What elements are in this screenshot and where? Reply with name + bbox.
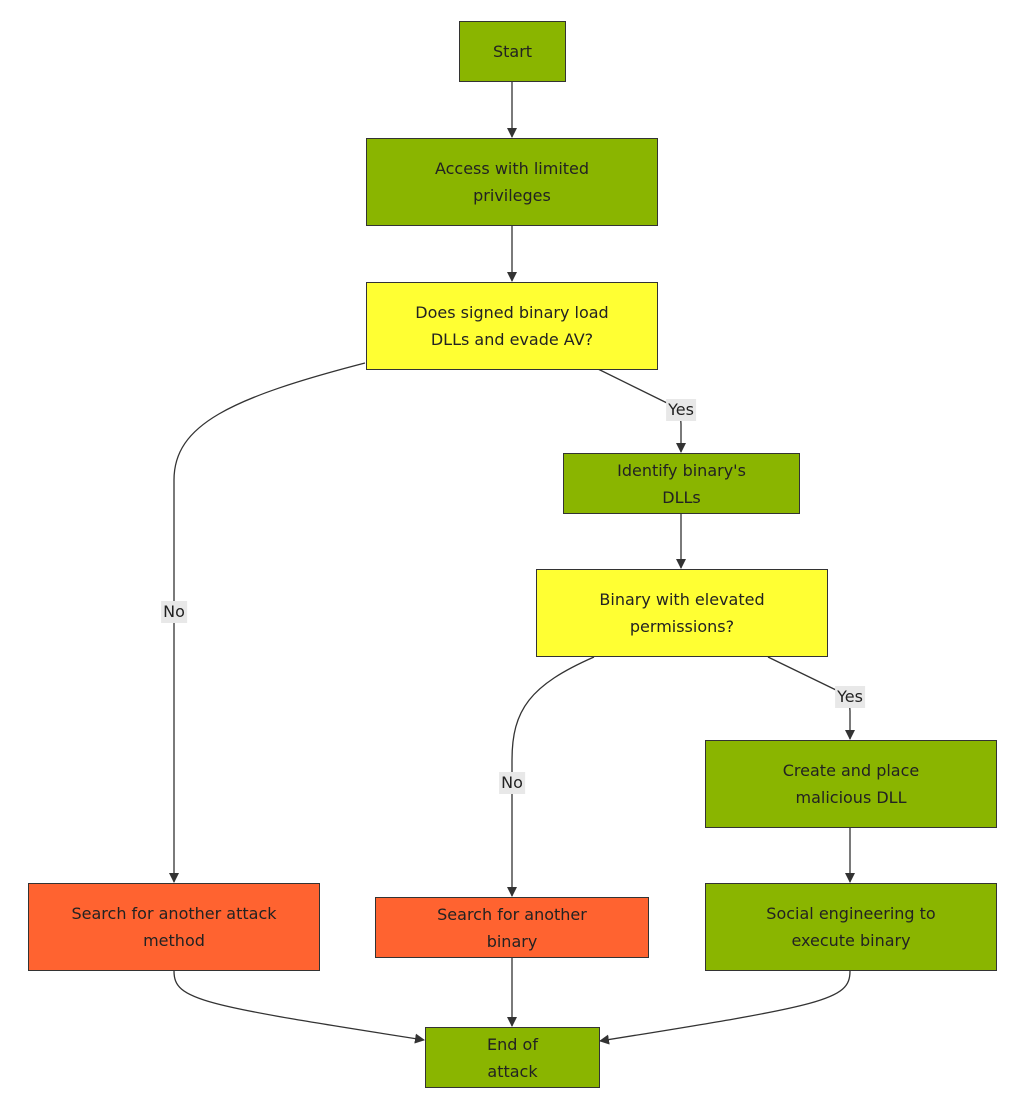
start-node: Start xyxy=(459,21,566,82)
edge-signed-check-no-to-search-method xyxy=(169,362,366,883)
search-attack-method-node: Search for another attack method xyxy=(28,883,320,971)
edge-social-engineering-to-end xyxy=(599,970,851,1045)
social-engineering-node: Social engineering to execute binary xyxy=(705,883,997,971)
edge-label-no: No xyxy=(499,772,525,794)
end-node: End of attack xyxy=(425,1027,600,1088)
edge-label-yes: Yes xyxy=(835,686,865,708)
elevated-permissions-decision: Binary with elevated permissions? xyxy=(536,569,828,657)
access-node: Access with limited privileges xyxy=(366,138,658,226)
edge-elevated-check-no-to-search-binary xyxy=(507,656,595,897)
signed-binary-decision: Does signed binary load DLLs and evade A… xyxy=(366,282,658,370)
edge-label-no: No xyxy=(161,601,187,623)
edge-label-yes: Yes xyxy=(666,399,696,421)
edge-search-method-to-end xyxy=(173,970,425,1044)
identify-dlls-node: Identify binary's DLLs xyxy=(563,453,800,514)
search-binary-node: Search for another binary xyxy=(375,897,649,958)
create-dll-node: Create and place malicious DLL xyxy=(705,740,997,828)
